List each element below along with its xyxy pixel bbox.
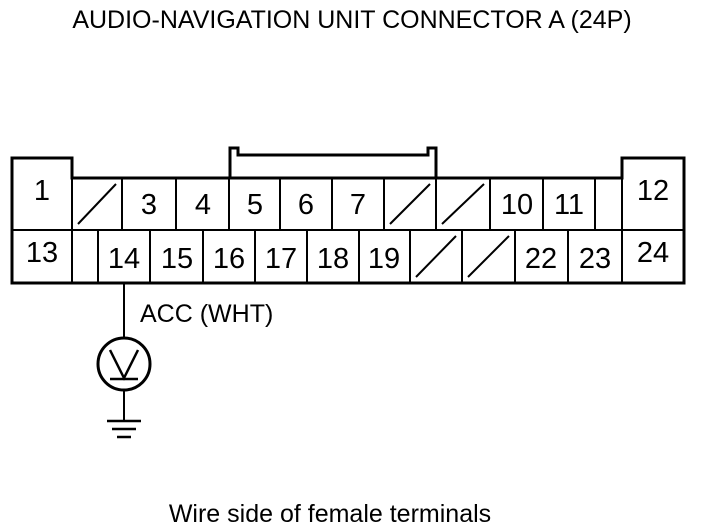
voltmeter-icon [96, 336, 152, 392]
pin-label: 22 [525, 243, 557, 275]
connector-lock-tab [228, 146, 438, 178]
pin-label: 5 [247, 189, 263, 221]
pin-label: 7 [350, 189, 366, 221]
pin-label: 19 [368, 243, 400, 275]
pin-label: 17 [265, 243, 297, 275]
pin-cell-blank [77, 178, 123, 230]
pin-label: 12 [637, 175, 669, 207]
pin-cell-24: 24 [637, 237, 669, 269]
wire-label: ACC (WHT) [140, 300, 273, 328]
connector-housing-outline [10, 156, 686, 285]
pin-label: 16 [213, 243, 245, 275]
pin-label: 10 [501, 189, 533, 221]
pin-label: 6 [298, 189, 314, 221]
pin-cell-13: 13 [26, 230, 73, 283]
pin-cell-1: 1 [34, 175, 73, 230]
pin-cell-4: 4 [195, 178, 230, 230]
pin-cell-10: 10 [501, 178, 544, 230]
connector-top-row: 1 3 4 5 6 7 [34, 175, 669, 230]
pin-cell-22: 22 [525, 230, 569, 283]
ground-icon [107, 419, 141, 439]
pin-label: 18 [317, 243, 349, 275]
diagram-title: AUDIO-NAVIGATION UNIT CONNECTOR A (24P) [72, 6, 631, 34]
pin-cell-17: 17 [265, 230, 308, 283]
connector-bottom-row: 13 14 15 16 17 18 19 [26, 230, 669, 283]
pin-cell-7: 7 [350, 178, 385, 230]
pin-label: 1 [34, 175, 50, 207]
diagram-caption: Wire side of female terminals [169, 500, 491, 528]
pin-cell-blank [389, 178, 437, 230]
pin-label: 15 [161, 243, 193, 275]
pin-label: 23 [579, 243, 611, 275]
pin-cell-15: 15 [161, 230, 204, 283]
pin-label: 14 [108, 243, 140, 275]
pin-cell-3: 3 [141, 178, 177, 230]
pin-label: 13 [26, 237, 58, 269]
pin-label: 4 [195, 189, 211, 221]
pin-cell-blank [415, 230, 463, 283]
pin-cell-11: 11 [554, 178, 596, 230]
pin-cell-12: 12 [637, 175, 669, 207]
pin-cell-16: 16 [213, 230, 256, 283]
pin-cell-23: 23 [579, 230, 623, 283]
pin-cell-blank [441, 178, 491, 230]
pin-cell-19: 19 [368, 230, 411, 283]
pin-label: 11 [554, 189, 584, 221]
pin-cell-6: 6 [298, 178, 333, 230]
pin-label: 3 [141, 189, 157, 221]
pin-cell-18: 18 [317, 230, 360, 283]
pin-cell-14: 14 [108, 230, 151, 283]
pin-label: 24 [637, 237, 669, 269]
pin-cell-5: 5 [247, 178, 281, 230]
pin-cell-blank [467, 230, 516, 283]
